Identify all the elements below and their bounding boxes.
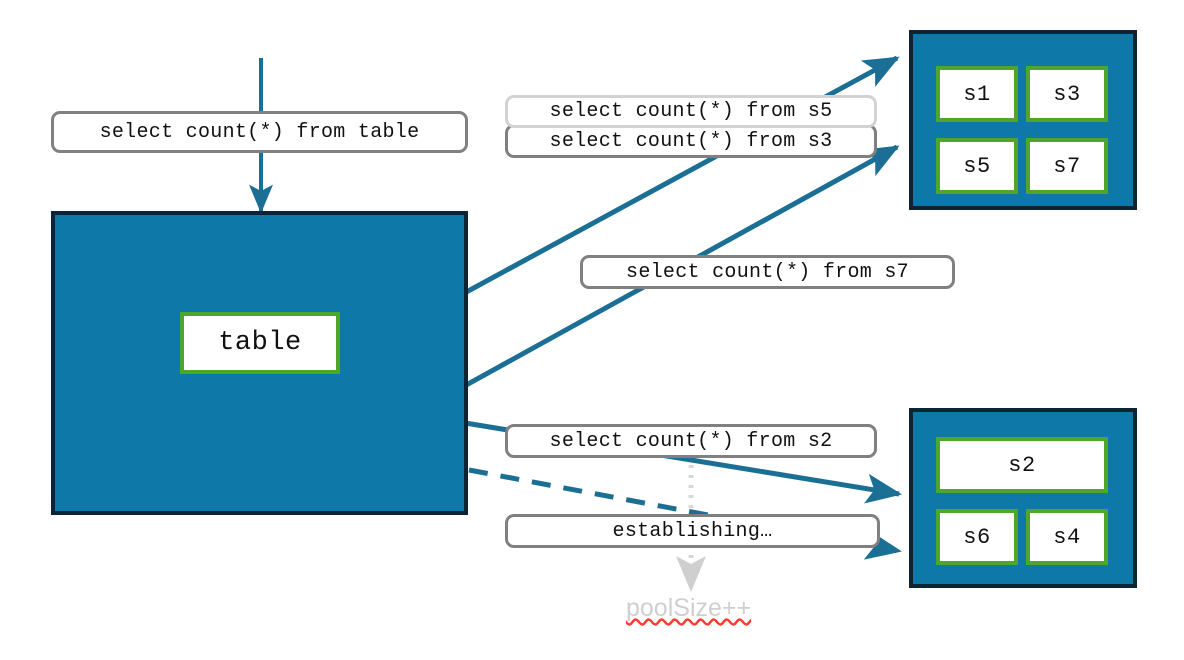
poolsize-annotation: poolSize++ bbox=[626, 594, 752, 622]
shard-node-s6[interactable]: s6 bbox=[936, 509, 1018, 565]
shard-node-s7[interactable]: s7 bbox=[1026, 138, 1108, 194]
query-label-s7[interactable]: select count(*) from s7 bbox=[580, 255, 955, 289]
table-node[interactable]: table bbox=[180, 312, 340, 374]
query-label-s2[interactable]: select count(*) from s2 bbox=[505, 424, 877, 458]
query-label-establishing[interactable]: establishing… bbox=[505, 514, 880, 548]
shard-node-s2[interactable]: s2 bbox=[936, 437, 1108, 493]
shard-node-s4[interactable]: s4 bbox=[1026, 509, 1108, 565]
query-label-s5[interactable]: select count(*) from s5 bbox=[505, 95, 877, 128]
shard-node-s3[interactable]: s3 bbox=[1026, 66, 1108, 122]
query-label-root[interactable]: select count(*) from table bbox=[51, 111, 468, 153]
query-label-s3[interactable]: select count(*) from s3 bbox=[505, 124, 877, 158]
shard-node-s5[interactable]: s5 bbox=[936, 138, 1018, 194]
shard-node-s1[interactable]: s1 bbox=[936, 66, 1018, 122]
